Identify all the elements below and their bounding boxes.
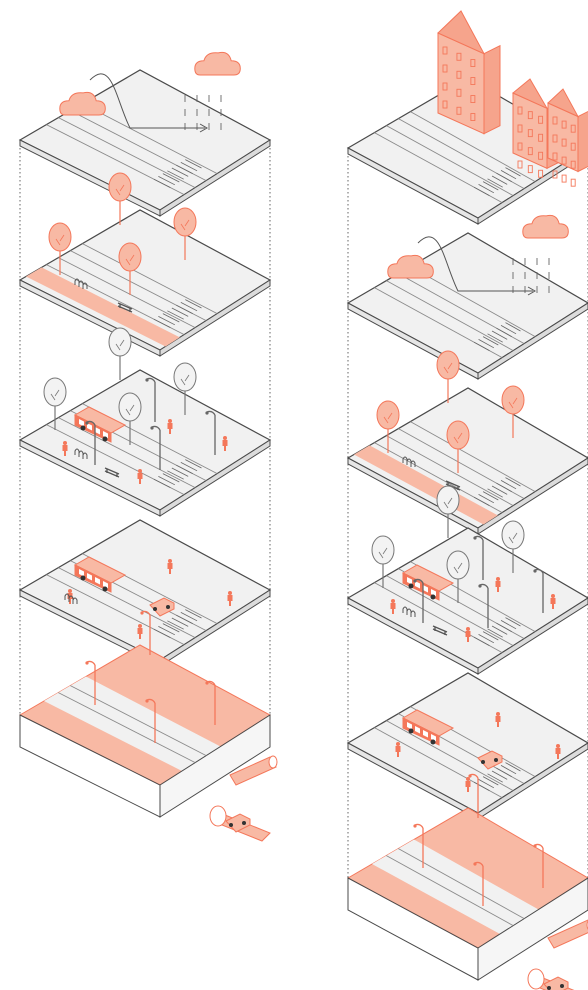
car-icon (544, 977, 568, 990)
cloud-icon (523, 215, 568, 238)
layer-left-climate (20, 52, 270, 216)
layer-left-activity (20, 328, 270, 516)
slab-top (348, 233, 588, 373)
building-icon (438, 11, 500, 134)
cloud-icon (195, 52, 241, 75)
tree-icon (109, 328, 131, 380)
slab-top (20, 70, 270, 210)
layer-right-traffic (348, 673, 588, 819)
layers-group (20, 11, 588, 990)
slab-top (20, 520, 270, 660)
tunnel-mouth (528, 969, 544, 989)
pipe-end (269, 756, 277, 768)
layer-right-buildings (348, 11, 588, 224)
layer-left-traffic (20, 520, 270, 666)
layer-right-greenery (348, 351, 588, 534)
tunnel-mouth (210, 806, 226, 826)
layer-right-climate (348, 215, 588, 379)
